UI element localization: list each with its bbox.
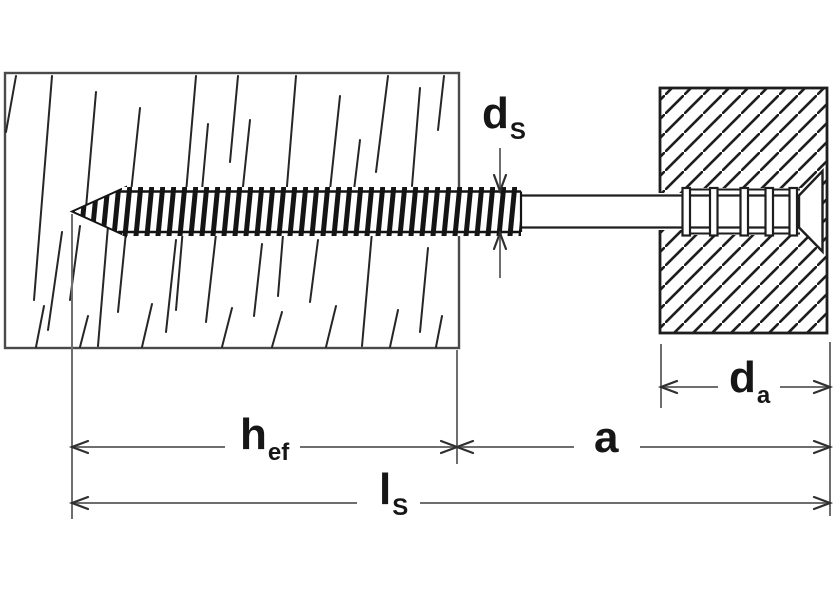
arrow-left-icon [657,379,679,395]
arrow-right-icon [812,495,834,511]
label-main: a [594,413,619,462]
arrow-left-icon [453,439,475,455]
label-main: d [729,353,756,402]
arrow-down-icon [492,173,508,195]
label-subscript: S [509,118,526,145]
screw-diameter-label: dS [482,89,526,144]
screw-rib [708,186,719,237]
screw-ribs [681,186,799,237]
arrow-up-icon [492,229,508,251]
screw [69,168,824,255]
label-main: h [240,410,267,459]
arrow-right-icon [812,439,834,455]
label-subscript: S [392,494,409,521]
arrow-right-icon [812,379,834,395]
arrow-left-icon [68,439,90,455]
screw-rib [681,186,692,237]
screw-length-label: lS [379,465,408,520]
label-main: l [379,465,392,514]
dimension-lines [71,148,831,519]
fixture-hole-label: da [729,353,770,408]
arrow-left-icon [68,495,90,511]
screw-rib [764,186,775,237]
label-subscript: ef [267,439,290,466]
label-main: d [482,89,509,138]
dimension-arrowheads [68,173,834,511]
screw-rib [739,186,750,237]
screw-shank [519,191,801,232]
wood-grain [5,75,445,348]
embedment-depth-label: hef [240,410,289,465]
screw-head [797,168,824,255]
screw-thread [122,187,521,236]
screw-rib [788,186,799,237]
fixture-distance-label: a [594,416,618,460]
label-subscript: a [756,382,771,409]
